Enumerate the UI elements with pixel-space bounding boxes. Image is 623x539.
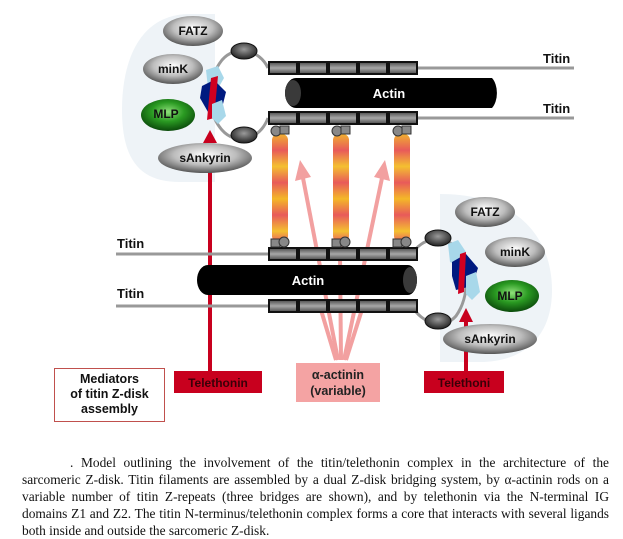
rod-anchor-circle xyxy=(278,236,290,248)
rod-anchor-circle xyxy=(339,236,351,248)
titin-label-lower-1: Titin xyxy=(117,236,144,251)
z-repeat-segment xyxy=(330,63,356,73)
upper-mink-label: minK xyxy=(158,62,188,76)
lower-loop-node-top xyxy=(424,229,452,247)
z-repeat-segment xyxy=(360,249,386,259)
rod-anchor-square xyxy=(340,125,351,135)
lower-mink-label: minK xyxy=(500,245,530,259)
lower-sankyrin-label: sAnkyrin xyxy=(464,332,515,346)
caption-text: . Model outlining the involvement of the… xyxy=(22,455,609,538)
rod-anchor-circle xyxy=(400,236,412,248)
alpha-actinin-rod xyxy=(272,134,288,242)
z-repeat-segment xyxy=(270,249,296,259)
z-repeat-segment xyxy=(390,113,416,123)
telethonin-right-box xyxy=(424,371,504,393)
alpha-arrowhead-3 xyxy=(374,160,390,181)
telethonin-left-label: Telethonin xyxy=(188,376,248,390)
z-repeat-segment xyxy=(330,249,356,259)
z-repeat-segment xyxy=(300,63,326,73)
z-repeat-segment xyxy=(330,301,356,311)
upper-mlp-ellipse xyxy=(141,99,195,131)
z-repeat-segment xyxy=(390,63,416,73)
alpha-actinin-rods xyxy=(270,125,412,248)
titin-label-lower-2: Titin xyxy=(117,286,144,301)
rod-anchor-square xyxy=(401,125,412,135)
upper-mlp-label: MLP xyxy=(153,107,178,121)
lower-z-repeats-top xyxy=(268,247,418,261)
z-repeat-segment xyxy=(360,113,386,123)
upper-ligand-halo xyxy=(122,14,215,182)
upper-z-repeats-bottom xyxy=(268,111,418,125)
alpha-actinin-rod xyxy=(394,134,410,242)
mediators-legend-box: Mediators of titin Z-disk assembly xyxy=(54,368,165,422)
z-repeat-segment xyxy=(390,301,416,311)
titin-label-upper-2: Titin xyxy=(543,101,570,116)
z-repeat-segment xyxy=(360,63,386,73)
lower-mlp-label: MLP xyxy=(497,289,522,303)
z-repeat-segment xyxy=(270,113,296,123)
lower-sankyrin-ellipse xyxy=(443,324,537,354)
mediators-line-3: assembly xyxy=(81,402,138,416)
rod-anchor-square xyxy=(279,125,290,135)
z-repeat-segment xyxy=(300,113,326,123)
lower-fatz-ellipse xyxy=(455,197,515,227)
upper-loop-node-top xyxy=(230,42,258,60)
alpha-actinin-label-2: (variable) xyxy=(310,384,366,398)
z-repeat-segment xyxy=(360,301,386,311)
upper-telethonin-complex xyxy=(200,66,226,124)
z-repeat-segment xyxy=(300,249,326,259)
lower-actin-filament xyxy=(197,265,417,295)
lower-mink-ellipse xyxy=(485,237,545,267)
upper-sankyrin-ellipse xyxy=(158,143,252,173)
upper-actin-label: Actin xyxy=(373,86,406,101)
lower-loop-node-bottom xyxy=(424,312,452,330)
lower-telethonin-complex xyxy=(448,240,480,300)
upper-sankyrin-label: sAnkyrin xyxy=(179,151,230,165)
upper-actin-filament xyxy=(285,78,497,108)
z-repeat-segment xyxy=(270,301,296,311)
figure-caption: . Model outlining the involvement of the… xyxy=(22,454,609,539)
upper-fatz-label: FATZ xyxy=(178,24,207,38)
upper-mink-ellipse xyxy=(143,54,203,84)
telethonin-left-arrowhead xyxy=(203,130,217,143)
lower-z-repeats-bottom xyxy=(268,299,418,313)
titin-label-upper-1: Titin xyxy=(543,51,570,66)
lower-actin-label: Actin xyxy=(292,273,325,288)
z-repeat-segment xyxy=(270,63,296,73)
telethonin-left-box xyxy=(174,371,262,393)
alpha-actinin-rod xyxy=(333,134,349,242)
alpha-arrowhead-1 xyxy=(295,160,311,181)
z-repeat-segment xyxy=(300,301,326,311)
lower-mlp-ellipse xyxy=(485,280,539,312)
mediators-line-2: of titin Z-disk xyxy=(70,387,149,401)
z-disk-diagram: Titin Titin Titin Titin Actin Actin xyxy=(116,14,574,402)
z-repeat-segment xyxy=(330,113,356,123)
z-repeat-segment xyxy=(390,249,416,259)
alpha-actinin-label-1: α-actinin xyxy=(312,368,364,382)
lower-fatz-label: FATZ xyxy=(470,205,499,219)
upper-fatz-ellipse xyxy=(163,16,223,46)
telethonin-right-label: Telethoni xyxy=(438,376,490,390)
upper-loop-node-bottom xyxy=(230,126,258,144)
upper-z-repeats-top xyxy=(268,61,418,75)
alpha-actinin-box xyxy=(296,363,380,402)
mediators-line-1: Mediators xyxy=(79,372,140,386)
telethonin-right-arrowhead xyxy=(459,308,473,322)
